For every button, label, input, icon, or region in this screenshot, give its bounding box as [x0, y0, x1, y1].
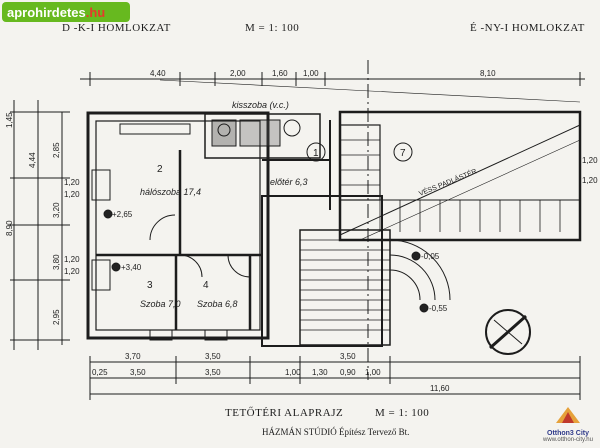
plan-title: TETŐTÉRI ALAPRAJZ: [225, 407, 344, 419]
dim-window-1: 1,20: [64, 190, 80, 199]
dim-window-3: 1,20: [64, 267, 80, 276]
dim-window-2: 1,20: [64, 255, 80, 264]
room-label-5: előtér 6,3: [270, 177, 308, 187]
dim-overall-bottom: 11,60: [430, 384, 450, 393]
dim-window-0: 1,20: [64, 178, 80, 187]
logo-url: www.otthon-city.hu: [543, 437, 593, 443]
watermark-brand: aprohirdetes: [7, 4, 86, 20]
room-label-3: Szoba 7,0: [140, 299, 181, 309]
scale-top: M = 1: 100: [245, 22, 300, 34]
otthon-city-logo: Otthon3 City www.otthon-city.hu: [540, 406, 596, 446]
dim-bottom1-0: 3,70: [125, 352, 141, 361]
north-arrow-icon: [485, 309, 531, 355]
dim-right-1: 1,20: [582, 176, 598, 185]
room-label-2: hálószoba 17,4: [140, 187, 201, 197]
dim-bottom2-6: 1,00: [365, 368, 381, 377]
dim-bottom2-4: 1,30: [312, 368, 328, 377]
dim-top-1: 2,00: [230, 69, 246, 78]
dim-left-2: 2,85: [52, 142, 61, 158]
scale-bottom: M = 1: 100: [375, 407, 430, 419]
room-number-1: 1: [313, 148, 319, 159]
dim-left-4: 3,80: [52, 254, 61, 270]
room-label-4: Szoba 6,8: [197, 299, 238, 309]
dim-bottom1-2: 3,50: [340, 352, 356, 361]
dim-left-5: 2,95: [52, 309, 61, 325]
outer-wall-left-wing: [86, 111, 270, 340]
dim-top-2: 1,60: [272, 69, 288, 78]
studio-credit: HÁZMÁN STÚDIÓ Építész Tervező Bt.: [262, 427, 410, 437]
level-mark-3: -0,55: [429, 304, 448, 313]
dim-left-1: 4,44: [28, 152, 37, 168]
dim-top-0: 4,40: [150, 69, 166, 78]
dim-right-0: 1,20: [582, 156, 598, 165]
watermark-tld: .hu: [85, 4, 106, 20]
dim-left-overall: 8,90: [5, 220, 14, 236]
left-elevation-title: D -K-I HOMLOKZAT: [62, 22, 171, 34]
dim-bottom2-2: 3,50: [205, 368, 221, 377]
room-label-1: kisszoba (v.c.): [232, 100, 289, 110]
dim-bottom2-5: 0,90: [340, 368, 356, 377]
room-number-3: 3: [147, 280, 153, 291]
logo-name: Otthon3 City: [547, 430, 589, 437]
level-mark-1: +3,40: [121, 263, 142, 272]
room-number-7: 7: [400, 148, 406, 159]
dim-bottom2-1: 3,50: [130, 368, 146, 377]
dim-bottom2-3: 1,00: [285, 368, 301, 377]
right-elevation-title: É -NY-I HOMLOKZAT: [470, 22, 585, 34]
dim-top-4: 8,10: [480, 69, 496, 78]
dim-left-3: 3,20: [52, 202, 61, 218]
watermark-badge: aprohirdetes.hu: [2, 2, 130, 22]
annotation-attic: VÉSS PADLÁSTÉR: [417, 166, 478, 197]
dim-bottom2-0: 0,25: [92, 368, 108, 377]
house-logo-icon: [556, 407, 580, 423]
room-number-2: 2: [157, 164, 163, 175]
level-mark-0: +2,65: [112, 210, 133, 219]
level-mark-2: -0,05: [421, 252, 440, 261]
dim-top-3: 1,00: [303, 69, 319, 78]
dim-bottom1-1: 3,50: [205, 352, 221, 361]
room-number-4: 4: [203, 280, 209, 291]
dim-left-0: 1,45: [5, 112, 14, 128]
